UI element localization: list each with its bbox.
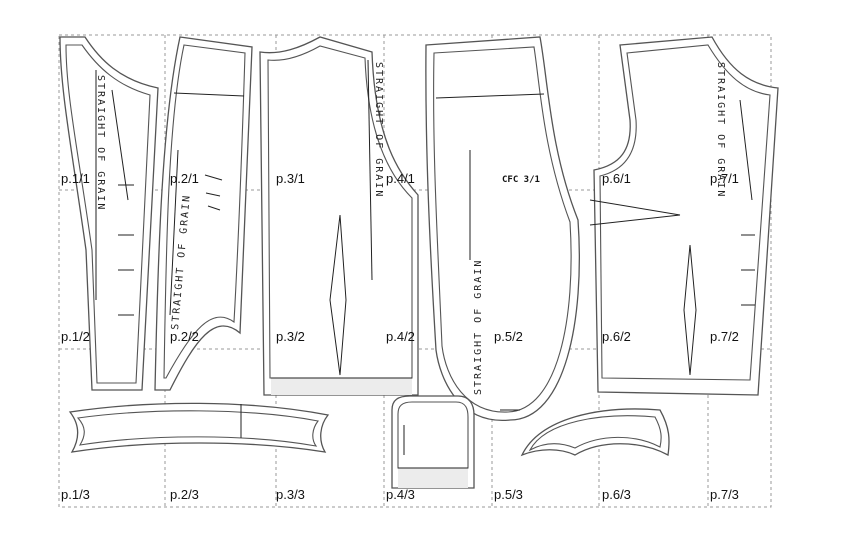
pattern-piece-back [259, 36, 419, 396]
grain-text-piece-7: STRAIGHT OF GRAIN [715, 62, 726, 198]
pattern-piece-side [154, 36, 253, 391]
grain-text-piece-1: STRAIGHT OF GRAIN [95, 75, 106, 211]
page-label: p.5/3 [494, 487, 523, 502]
page-label: p.2/3 [170, 487, 199, 502]
page-label: p.4/3 [386, 487, 415, 502]
page-label: p.5/2 [494, 329, 523, 344]
pattern-piece-right-back [589, 36, 779, 396]
page-label: p.7/3 [710, 487, 739, 502]
page-label: p.2/1 [170, 171, 199, 186]
grain-text-piece-3: STRAIGHT OF GRAIN [373, 62, 384, 198]
page-label: p.2/2 [170, 329, 199, 344]
page-label: p.7/2 [710, 329, 739, 344]
pattern-piece-facing [520, 408, 670, 457]
page-label: p.3/2 [276, 329, 305, 344]
page-label: p.4/2 [386, 329, 415, 344]
page-labels: p.1/1 p.2/1 p.3/1 p.4/1 p.6/1 p.7/1 p.1/… [61, 171, 739, 502]
page-label: p.1/3 [61, 487, 90, 502]
pattern-piece-pocket [391, 395, 475, 489]
grain-text-piece-5: STRAIGHT OF GRAIN [473, 259, 484, 395]
page-label: p.4/1 [386, 171, 415, 186]
piece-mark: CFC 3/1 [502, 175, 540, 185]
page-label: p.7/1 [710, 171, 739, 186]
page-label: p.6/1 [602, 171, 631, 186]
page-label: p.3/3 [276, 487, 305, 502]
page-label: p.6/2 [602, 329, 631, 344]
page-label: p.1/1 [61, 171, 90, 186]
page-label: p.3/1 [276, 171, 305, 186]
pattern-piece-waistband [68, 402, 330, 453]
page-label: p.1/2 [61, 329, 90, 344]
pattern-piece-left-front [59, 36, 159, 391]
pattern-piece-front [425, 36, 580, 421]
page-label: p.6/3 [602, 487, 631, 502]
